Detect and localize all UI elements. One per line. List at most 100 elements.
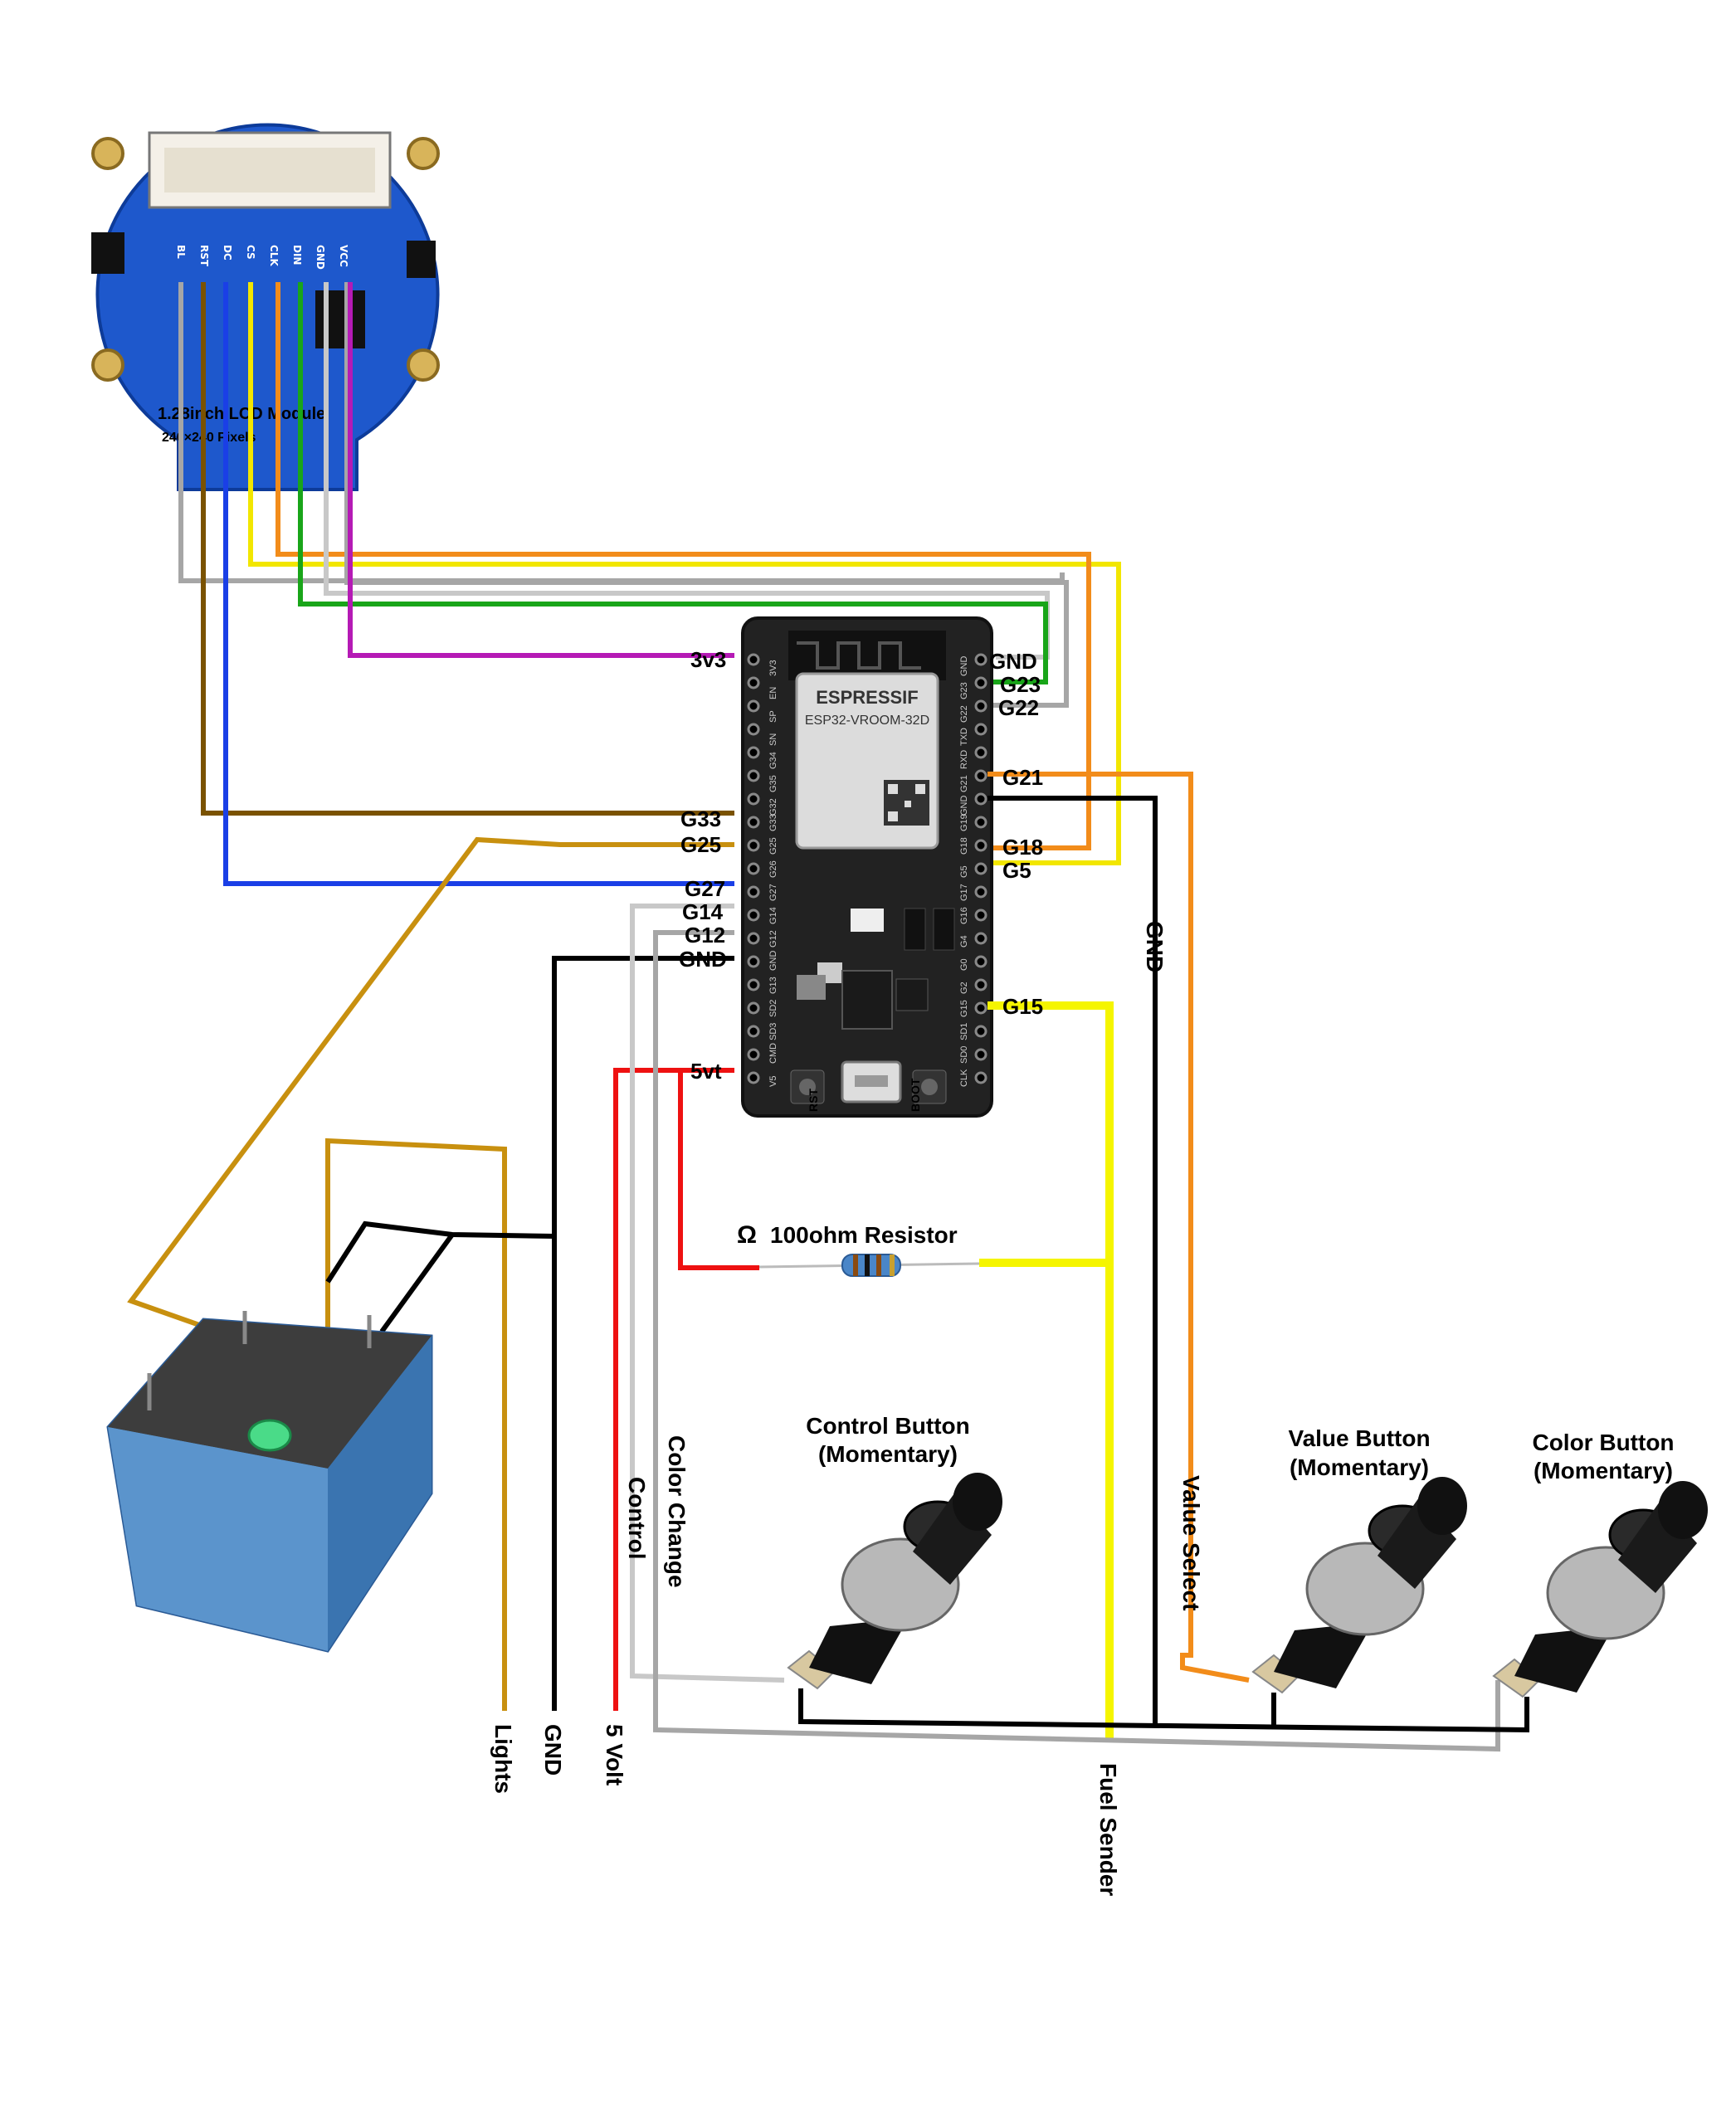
esp32-model: ESP32-VROOM-32D xyxy=(805,714,929,728)
esp32-left-pin-labels: 3V3 EN SP SN G34 G35 G32 G33 G25 G26 G27… xyxy=(768,660,778,1087)
esp32-right-pin: SD1 xyxy=(959,1023,969,1040)
label-color-change: Color Change xyxy=(664,1435,690,1588)
esp32-left-pin: G26 xyxy=(768,860,778,878)
esp32-right-pin: G18 xyxy=(959,837,969,855)
rst-button-label: RST xyxy=(807,1089,820,1112)
lcd-pin-bl: BL xyxy=(175,245,187,259)
pin-label-g33: G33 xyxy=(680,806,721,831)
wire-rst xyxy=(201,282,734,816)
wire-gnd-buttons xyxy=(798,1688,1529,1733)
wire-gnd-lcd xyxy=(324,282,1050,660)
pin-label-g15: G15 xyxy=(1002,994,1043,1019)
esp32-right-pin: G21 xyxy=(959,775,969,792)
esp32-left-pin: V5 xyxy=(768,1076,778,1087)
pin-label-g25: G25 xyxy=(680,832,721,857)
lcd-title: 1.28inch LCD Module xyxy=(158,405,325,423)
wire-din xyxy=(298,282,1048,684)
esp32-left-pin: 3V3 xyxy=(768,660,778,676)
esp32-left-pin: SD3 xyxy=(768,1023,778,1040)
lcd-wires xyxy=(178,282,1121,886)
esp32-brand: ESPRESSIF xyxy=(816,687,918,708)
esp32-left-pin: G13 xyxy=(768,977,778,994)
pin-label-5vt: 5vt xyxy=(690,1059,722,1084)
resistor: Ω 100ohm Resistor xyxy=(737,1221,980,1277)
boot-button-label: BOOT xyxy=(909,1078,922,1112)
wire-g14-control xyxy=(630,904,785,1683)
esp32-left-pin: EN xyxy=(768,687,778,699)
esp32-right-pin: CLK xyxy=(959,1069,969,1087)
wire-g15-fuel-sender xyxy=(987,1001,1114,1738)
esp32-left-pin: CMD xyxy=(768,1043,778,1064)
wire-g12-color-change xyxy=(653,930,1500,1752)
lcd-pin-clk: CLK xyxy=(268,245,280,266)
pin-label-g14: G14 xyxy=(682,899,724,924)
pin-label-g23: G23 xyxy=(1000,672,1041,697)
resistor-label: 100ohm Resistor xyxy=(770,1222,958,1248)
pin-label-g21: G21 xyxy=(1002,765,1043,790)
pin-label-3v3: 3v3 xyxy=(690,647,726,672)
esp32-left-pin: G35 xyxy=(768,775,778,792)
esp32-left-pin: G12 xyxy=(768,930,778,948)
wire-gnd-left xyxy=(552,956,734,1711)
color-button: Color Button (Momentary) xyxy=(1492,1430,1708,1698)
esp32-right-pin: GND xyxy=(959,656,969,677)
control-button: Control Button (Momentary) xyxy=(787,1413,1002,1690)
label-fuel-sender: Fuel Sender xyxy=(1095,1763,1121,1896)
wire-lights xyxy=(325,1138,507,1711)
pin-label-g5: G5 xyxy=(1002,858,1031,883)
wire-gnd-relay xyxy=(325,1220,555,1284)
esp32-left-pin: G34 xyxy=(768,752,778,769)
lcd-subtitle: 240×240 Pixels xyxy=(162,431,256,445)
esp32-right-pin: G2 xyxy=(959,982,969,994)
wire-vcc xyxy=(348,282,734,658)
esp32-pin-holes xyxy=(747,653,987,1084)
esp32-right-pin: G5 xyxy=(959,865,969,878)
color-button-title: Color Button xyxy=(1532,1430,1674,1455)
relay xyxy=(106,1311,433,1653)
pin-label-gnd-left: GND xyxy=(679,947,727,972)
pin-label-gnd-right: GND xyxy=(989,649,1037,674)
esp32-right-pin: G4 xyxy=(959,935,969,948)
esp32-left-pin: G27 xyxy=(768,884,778,901)
color-button-subtitle: (Momentary) xyxy=(1534,1458,1673,1483)
wire-g22 xyxy=(344,282,1069,708)
wire-5v-resistor xyxy=(678,1070,759,1270)
esp32-right-pin: TXD xyxy=(959,728,969,746)
lcd-pin-vcc: VCC xyxy=(338,245,349,267)
wire-dc xyxy=(223,282,734,886)
lcd-pin-cs: CS xyxy=(245,245,256,260)
pin-label-g12: G12 xyxy=(685,923,725,948)
value-button-title: Value Button xyxy=(1288,1425,1430,1451)
esp32-right-pin-labels: GND G23 G22 TXD RXD G21 GND G19 G18 G5 G… xyxy=(959,656,969,1088)
circuit-wires xyxy=(127,772,1529,1752)
esp32-right-pin: G0 xyxy=(959,958,969,971)
lcd-module: BL RST DC CS CLK DIN GND VCC 1.28inch LC… xyxy=(91,123,440,491)
esp32-left-pin: SP xyxy=(768,710,778,723)
esp32-right-pin: GND xyxy=(959,796,969,816)
lcd-pin-labels: BL RST DC CS CLK DIN GND VCC xyxy=(175,245,349,270)
esp32-right-pin: SD0 xyxy=(959,1046,969,1064)
pin-label-g27: G27 xyxy=(685,876,725,901)
lcd-pin-gnd: GND xyxy=(315,245,326,270)
esp32-right-pin: G22 xyxy=(959,705,969,723)
esp32-right-pin: RXD xyxy=(959,750,969,769)
lcd-pin-dc: DC xyxy=(222,245,233,261)
control-button-subtitle: (Momentary) xyxy=(818,1441,958,1467)
label-gnd-bottom: GND xyxy=(540,1724,566,1776)
label-gnd-vertical: GND xyxy=(1142,921,1168,972)
esp32-right-pin: G19 xyxy=(959,814,969,831)
lcd-pin-din: DIN xyxy=(291,245,303,265)
esp32-left-pin: SN xyxy=(768,733,778,746)
label-value-select: Value Select xyxy=(1178,1475,1204,1610)
esp32-right-pin: G16 xyxy=(959,907,969,924)
esp32-board: ESPRESSIF ESP32-VROOM-32D RST BOOT 3V3 E… xyxy=(741,616,993,1118)
label-5-volt: 5 Volt xyxy=(602,1724,627,1785)
esp32-left-pin: SD2 xyxy=(768,1000,778,1017)
pin-label-g22: G22 xyxy=(998,695,1039,720)
wire-5v xyxy=(613,1068,734,1711)
esp32-right-pin: G17 xyxy=(959,884,969,901)
resistor-symbol: Ω xyxy=(737,1221,757,1249)
wire-clk xyxy=(276,282,1091,850)
wire-g25-relay xyxy=(127,836,734,1370)
